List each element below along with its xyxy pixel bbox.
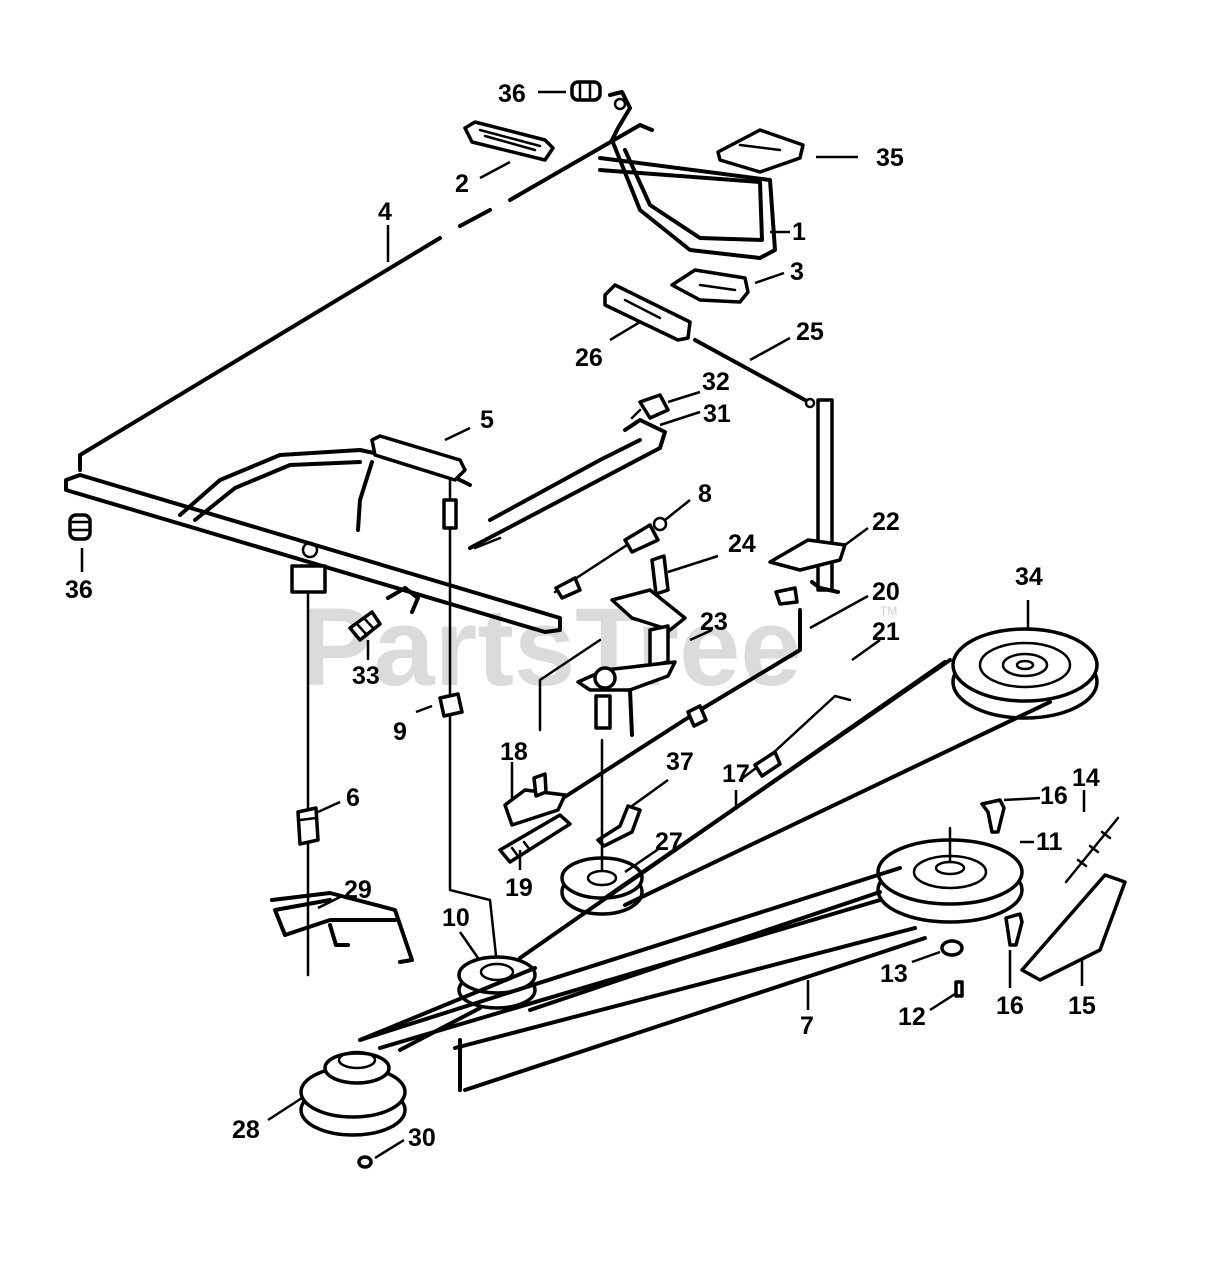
callout-16-top: 16 xyxy=(1040,782,1068,810)
callout-32: 32 xyxy=(702,368,730,396)
part-4-rod xyxy=(78,123,654,472)
callout-25: 25 xyxy=(796,318,824,346)
part-36-top-bushing xyxy=(570,80,602,102)
watermark-text: PartsTree xyxy=(300,586,801,709)
part-21-spring xyxy=(738,694,852,782)
callout-12: 12 xyxy=(898,1003,926,1031)
part-5-frame xyxy=(64,434,562,634)
callout-22: 22 xyxy=(872,508,900,536)
callout-5: 5 xyxy=(480,406,494,434)
part-23-arm xyxy=(538,638,677,737)
callout-29: 29 xyxy=(344,876,372,904)
watermark-tm: TM xyxy=(880,604,897,618)
callout-4: 4 xyxy=(378,198,392,226)
leader-lines xyxy=(80,90,1086,1160)
part-31-rod xyxy=(468,418,667,550)
callout-1: 1 xyxy=(792,218,806,246)
callout-19: 19 xyxy=(505,874,533,902)
part-36-left-bushing xyxy=(68,513,92,541)
callout-31: 31 xyxy=(703,400,731,428)
part-19-link xyxy=(498,813,572,864)
part-32-spring-clip xyxy=(630,393,670,420)
callout-6: 6 xyxy=(346,784,360,812)
part-20-rod xyxy=(558,608,802,802)
part-6-vertical-rod xyxy=(296,590,320,977)
callout-labels: 36 2 4 35 1 3 26 25 32 31 5 8 24 22 36 3… xyxy=(65,80,1100,1152)
callout-18: 18 xyxy=(500,738,528,766)
callout-13: 13 xyxy=(880,960,908,988)
callout-7: 7 xyxy=(800,1012,814,1040)
callout-26: 26 xyxy=(575,344,603,372)
part-2-grip xyxy=(463,120,555,162)
callout-30: 30 xyxy=(408,1124,436,1152)
part-34-pulley xyxy=(951,627,1099,720)
callout-28: 28 xyxy=(232,1116,260,1144)
part-14-chain xyxy=(1064,816,1120,884)
part-28-engine-pulley xyxy=(299,1050,407,1137)
callout-16-bottom: 16 xyxy=(996,992,1024,1020)
callout-17: 17 xyxy=(722,760,750,788)
callout-24: 24 xyxy=(728,530,756,558)
part-26-pin xyxy=(603,283,692,342)
callout-11: 11 xyxy=(1036,828,1063,856)
part-1-hand-lever xyxy=(598,90,777,260)
part-16-pin-top xyxy=(980,798,1006,834)
part-30-bolt xyxy=(357,1155,373,1169)
callout-37: 37 xyxy=(666,748,694,776)
part-11-pulley xyxy=(876,826,1024,924)
callout-36-left: 36 xyxy=(65,576,93,604)
callout-35: 35 xyxy=(876,144,904,172)
part-35-bracket xyxy=(716,128,805,174)
part-13-washer xyxy=(940,939,964,957)
part-29-spring-bracket xyxy=(270,891,414,964)
callout-20: 20 xyxy=(872,578,900,606)
part-8-spring xyxy=(553,516,668,600)
callout-10: 10 xyxy=(442,904,470,932)
callout-15: 15 xyxy=(1068,992,1096,1020)
part-18-bracket xyxy=(503,772,567,827)
part-3-bracket xyxy=(670,268,750,304)
callout-27: 27 xyxy=(655,828,683,856)
callout-14: 14 xyxy=(1072,764,1100,792)
callout-3: 3 xyxy=(790,258,804,286)
callout-33: 33 xyxy=(352,662,380,690)
callout-2: 2 xyxy=(455,170,469,198)
part-37-bracket xyxy=(596,804,642,848)
part-10-pulley xyxy=(457,955,537,1010)
part-22-shaft xyxy=(768,398,847,606)
part-25-link-rod xyxy=(693,338,816,409)
callout-21: 21 xyxy=(872,618,900,646)
part-16-pin-bottom xyxy=(1004,912,1024,947)
part-33-bolt xyxy=(348,610,382,642)
part-12-key xyxy=(954,980,964,998)
callout-34: 34 xyxy=(1015,563,1043,591)
callout-36-top: 36 xyxy=(498,80,526,108)
callout-8: 8 xyxy=(698,480,712,508)
callout-23: 23 xyxy=(700,608,728,636)
part-9-rod xyxy=(438,478,499,967)
part-7-belt xyxy=(358,866,927,1092)
part-17-belt xyxy=(518,658,1052,960)
part-15-blade xyxy=(1020,873,1127,982)
callout-9: 9 xyxy=(393,718,407,746)
